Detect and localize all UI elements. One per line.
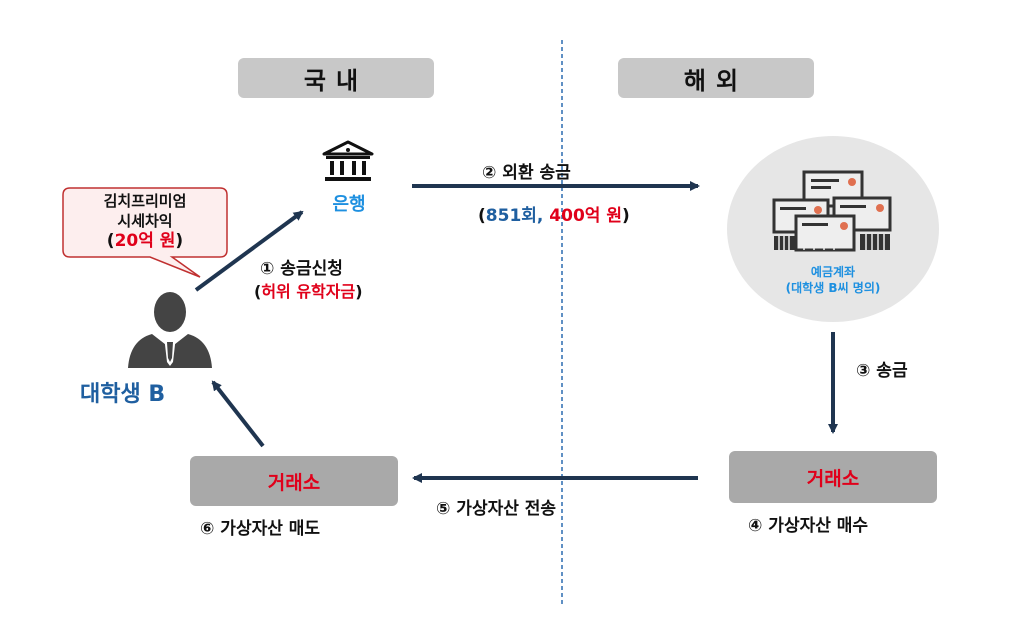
speech-bubble-shape: [62, 187, 228, 278]
exchange-right: 거래소: [729, 451, 937, 503]
document-stack-icon: [772, 170, 892, 252]
arrow-student-to-bank: [194, 210, 304, 292]
step4-label: ④ 가상자산 매수: [748, 516, 869, 536]
exchange-left: 거래소: [190, 456, 398, 506]
bubble-line1: 김치프리미엄: [103, 192, 187, 210]
arrow-exchange-to-student: [211, 380, 265, 448]
bank-icon: [322, 140, 374, 181]
step5-label: ⑤ 가상자산 전송: [436, 499, 557, 519]
account-label: 예금계좌 (대학생 B씨 명의): [727, 264, 939, 296]
step1-label: ① 송금신청: [260, 259, 343, 279]
step3-label: ③ 송금: [856, 361, 908, 381]
step2-label: ② 외환 송금: [482, 163, 571, 183]
student-label: 대학생 B: [80, 382, 166, 407]
step1-sub: (허위 유학자금): [254, 282, 363, 301]
bubble-amount: (20억 원): [106, 231, 184, 251]
bank-label: 은행: [332, 194, 366, 215]
person-icon: [128, 292, 212, 368]
account-line2: (대학생 B씨 명의): [785, 281, 881, 295]
region-overseas-label: 해외: [618, 58, 814, 98]
bubble-line2: 시세차익: [117, 212, 173, 230]
region-domestic-label: 국내: [238, 58, 434, 98]
step2-sub: (851회, 400억 원): [478, 206, 630, 226]
step6-label: ⑥ 가상자산 매도: [200, 519, 321, 539]
account-line1: 예금계좌: [810, 265, 856, 279]
speech-bubble: 김치프리미엄 시세차익 (20억 원): [63, 191, 227, 251]
